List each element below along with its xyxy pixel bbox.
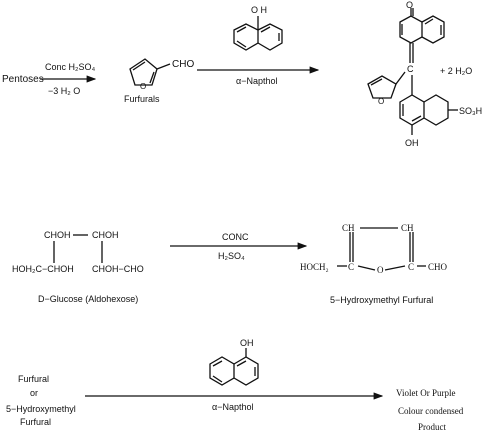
naphthol-structure-2 [209, 348, 259, 386]
furfural-or-label-1: Furfural [18, 374, 49, 384]
glucose-row2-left: HOH₂C−CHOH [12, 264, 74, 274]
hmf-ch-left: CH [342, 223, 355, 233]
product-so3h: SO₃H [459, 106, 482, 116]
hmf-c-right: C [408, 262, 414, 272]
furfurals-label: Furfurals [124, 94, 160, 104]
h2so4-label-2: H₂SO₄ [218, 251, 245, 261]
product-furan-o: O [378, 97, 384, 106]
furfural-or-label-2: or [30, 388, 38, 398]
condensed-product-structure [367, 8, 458, 135]
naphthol-oh-2: OH [240, 338, 254, 348]
naphthol-structure-1 [233, 16, 283, 51]
glucose-row1-left: CHOH [44, 230, 71, 240]
hmf-structure [337, 227, 426, 271]
byproduct-water: + 2 H₂O [440, 66, 472, 76]
naphthol-oh-1: O H [251, 5, 267, 15]
conc-label-2: CONC [222, 232, 249, 242]
furfural-or-label-4: Furfural [20, 417, 51, 427]
hmf-ch-right: CH [401, 223, 414, 233]
glucose-row2-right: CHOH−CHO [92, 264, 144, 274]
product-central-c: C [407, 64, 414, 74]
hmf-label: 5−Hydroxymethyl Furfural [330, 295, 433, 305]
alpha-napthol-label-1: α−Napthol [236, 76, 277, 86]
pentoses-label: Pentoses [2, 74, 44, 85]
hmf-c-left: C [348, 262, 354, 272]
glucose-row1-right: CHOH [92, 230, 119, 240]
glucose-label: D−Glucose (Aldohexose) [38, 294, 138, 304]
hmf-hoch2: HOCH₂ [300, 262, 329, 272]
product-line-1: Violet Or Purple [396, 388, 455, 398]
product-oh: OH [405, 138, 419, 148]
furfural-structure [129, 58, 171, 86]
alpha-napthol-label-2: α−Napthol [212, 402, 253, 412]
hmf-ring-o: O [377, 265, 384, 275]
furfural-cho-group: CHO [172, 59, 194, 70]
furfural-or-label-3: 5−Hydroxymethyl [6, 404, 76, 414]
product-line-3: Product [418, 422, 446, 432]
conc-h2so4-label: Conc H₂SO₄ [45, 62, 96, 72]
hmf-cho: CHO [428, 262, 448, 272]
product-line-2: Colour condensed [398, 406, 464, 416]
minus-3-water-label: −3 H₂ O [48, 86, 80, 96]
furfural-ring-oxygen: O [140, 82, 146, 91]
product-ketone-o: O [406, 0, 413, 10]
